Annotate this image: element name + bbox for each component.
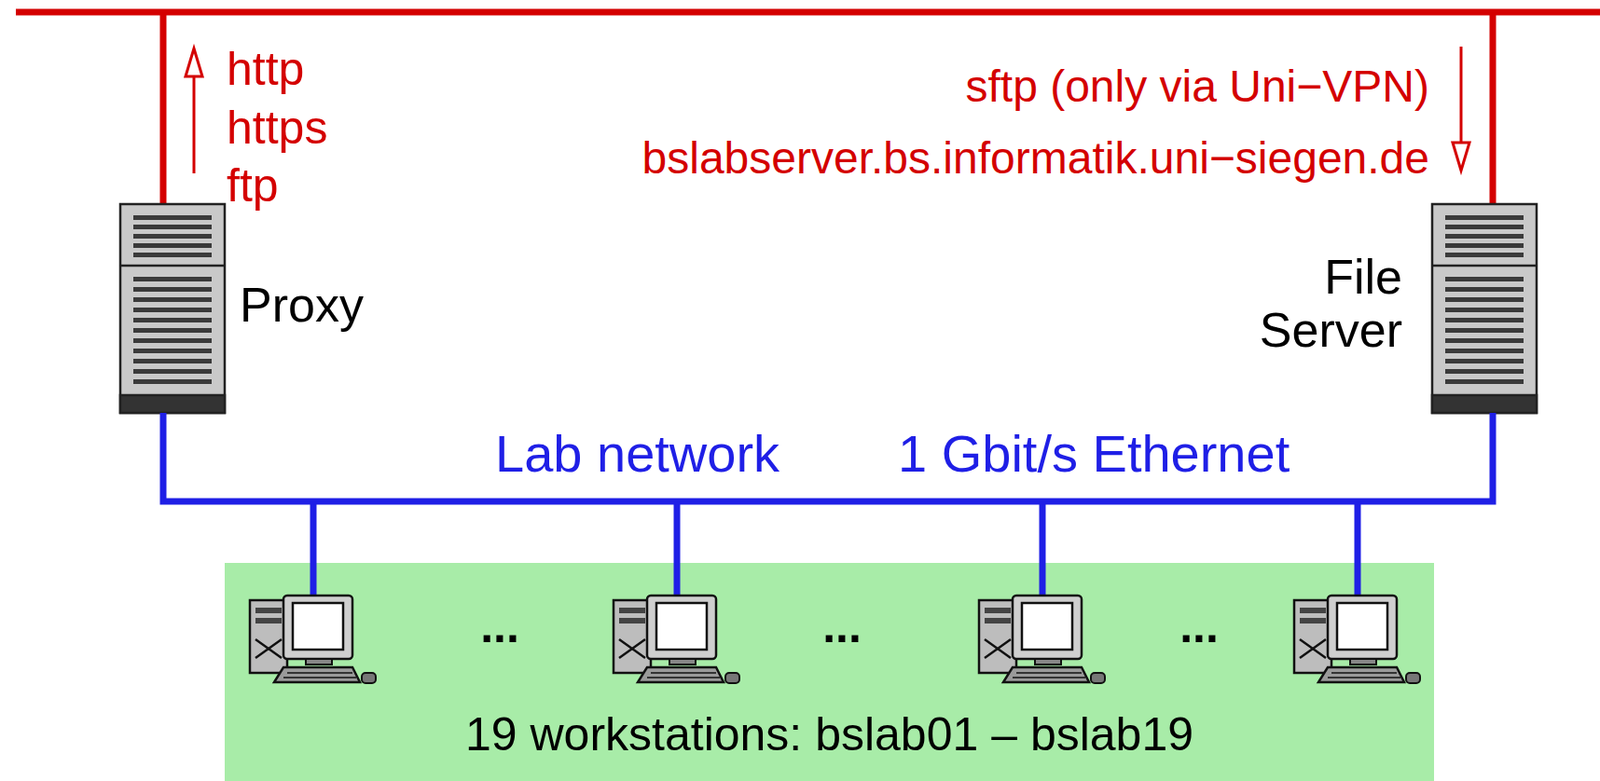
internet-line (15, 9, 1600, 16)
server-stripe (1445, 369, 1524, 374)
server-stripe (133, 276, 212, 282)
lan-drop (1354, 501, 1362, 599)
server-stripe (1445, 338, 1524, 344)
server-stripe (1445, 276, 1524, 282)
node-label: 19 workstations: bslab01 – bslab19 (465, 709, 1194, 761)
server-divider (120, 264, 225, 268)
server-stripe (1445, 287, 1524, 292)
server-stripe (133, 369, 212, 374)
server-stripe (133, 307, 212, 313)
server-stripe (133, 297, 212, 303)
server-stripe (1445, 307, 1524, 313)
server-node: File Server (1230, 204, 1537, 414)
node-label: Proxy (239, 278, 364, 332)
workstation-band: 19 workstations: bslab01 – bslab19 (224, 563, 1435, 781)
server-stripe (1445, 358, 1524, 364)
network-label: Lab network (495, 425, 780, 483)
server-stripe (1445, 379, 1524, 385)
protocol-label: ftp (226, 160, 279, 212)
server-node: Proxy (120, 204, 400, 414)
server-stripe (1445, 243, 1524, 249)
server-icon (1432, 204, 1537, 414)
ellipsis: ... (480, 601, 520, 653)
down-arrow (1452, 46, 1470, 171)
server-stripe (1445, 297, 1524, 303)
node-label: File Server (1259, 250, 1403, 358)
server-stripe (1445, 252, 1524, 258)
up-arrow (185, 48, 203, 174)
server-stripe (1445, 234, 1524, 239)
protocol-label: sftp (only via Uni−VPN) (965, 62, 1430, 112)
lan-drop (310, 501, 318, 599)
fileserver-uplink (1489, 12, 1497, 207)
server-stripe (133, 328, 212, 333)
server-stripe (133, 224, 212, 230)
server-stripe (133, 317, 212, 323)
network-label: 1 Gbit/s Ethernet (897, 425, 1290, 483)
server-stripe (133, 287, 212, 292)
ellipsis: ... (1179, 601, 1219, 653)
protocol-label: http (226, 43, 304, 96)
lan-drop (1039, 501, 1047, 599)
server-case (1432, 204, 1537, 414)
server-stripe (1445, 224, 1524, 230)
lan-connector (163, 413, 1493, 502)
server-stripe (133, 358, 212, 364)
server-divider (1432, 264, 1537, 268)
protocol-label: bslabserver.bs.informatik.uni−siegen.de (642, 134, 1430, 184)
server-base (1432, 395, 1537, 414)
server-stripe (133, 379, 212, 385)
proxy-uplink (160, 12, 167, 207)
server-stripe (133, 215, 212, 221)
server-case (120, 204, 225, 414)
ellipsis: ... (822, 601, 862, 653)
server-stripe (133, 338, 212, 344)
server-stripe (1445, 348, 1524, 354)
server-stripe (1445, 328, 1524, 333)
protocol-label: https (226, 102, 328, 154)
server-stripe (133, 252, 212, 258)
server-icon (120, 204, 225, 414)
server-stripe (133, 243, 212, 249)
lan-drop (674, 501, 681, 599)
server-stripe (1445, 317, 1524, 323)
server-base (120, 395, 225, 414)
server-stripe (133, 234, 212, 239)
server-stripe (1445, 215, 1524, 221)
server-stripe (133, 348, 212, 354)
